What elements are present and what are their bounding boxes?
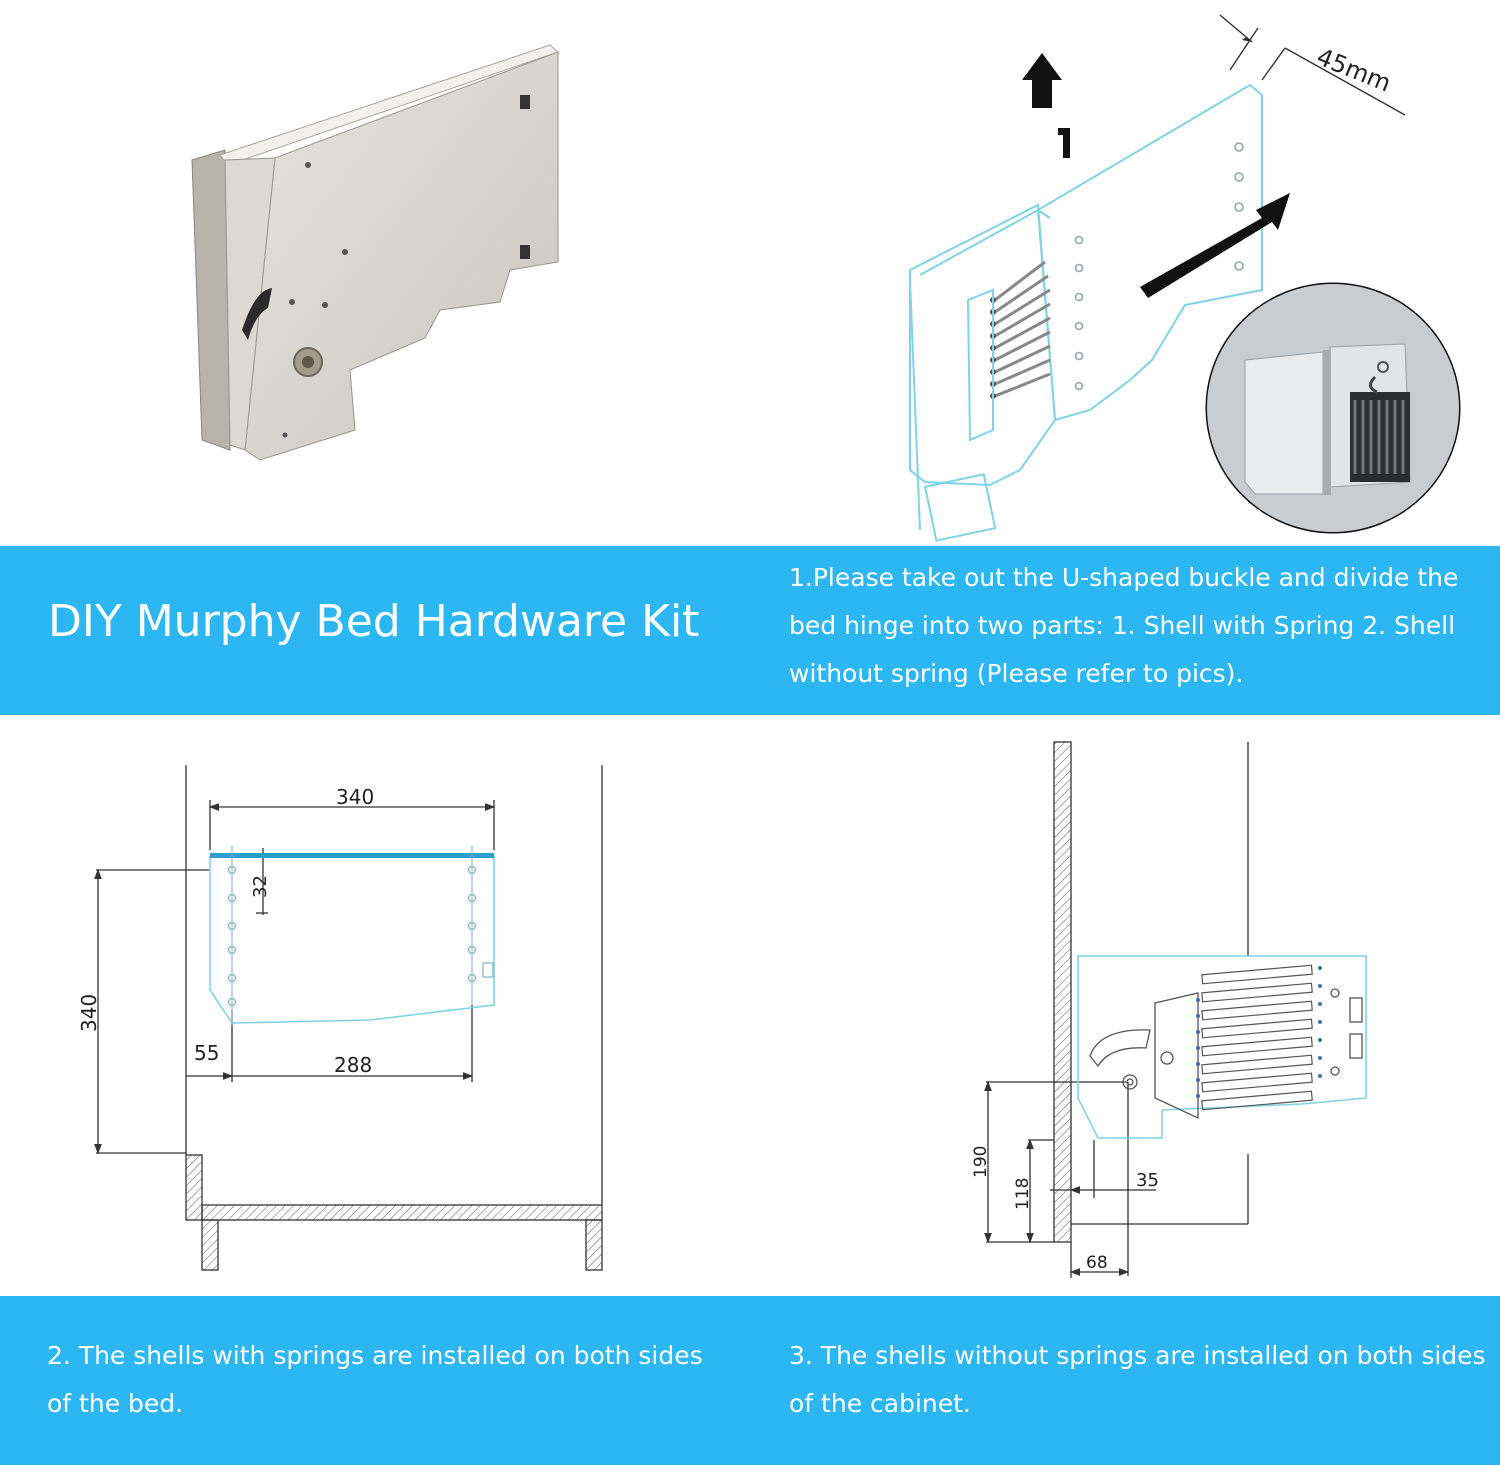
dim-left-340: 340 — [77, 994, 101, 1032]
dim-55: 55 — [194, 1041, 219, 1065]
cabinet-installation-drawing: 190 118 35 68 — [971, 741, 1367, 1278]
step-1-instruction: 1.Please take out the U-shaped buckle an… — [789, 563, 1459, 688]
step-2-instruction: 2. The shells with springs are installed… — [47, 1341, 703, 1418]
hinge-inset-photo — [1205, 282, 1461, 534]
dimension-45mm: 45mm — [1313, 43, 1395, 98]
bed-installation-drawing: 340 340 32 55 288 — [77, 765, 603, 1271]
dim-190: 190 — [971, 1146, 991, 1178]
page-title: DIY Murphy Bed Hardware Kit — [48, 596, 700, 647]
instructions-band — [0, 1296, 1500, 1465]
dim-32: 32 — [250, 875, 271, 898]
hinge-exploded-diagram: 45mm — [909, 14, 1406, 542]
title-band — [0, 546, 1500, 715]
step-3-instruction: 3. The shells without springs are instal… — [789, 1341, 1486, 1418]
dim-top-340: 340 — [336, 785, 374, 809]
hinge-product-photo — [191, 44, 559, 461]
dim-118: 118 — [1013, 1178, 1033, 1210]
dim-35: 35 — [1136, 1170, 1159, 1191]
dim-288: 288 — [334, 1053, 372, 1077]
dim-68: 68 — [1086, 1253, 1108, 1273]
